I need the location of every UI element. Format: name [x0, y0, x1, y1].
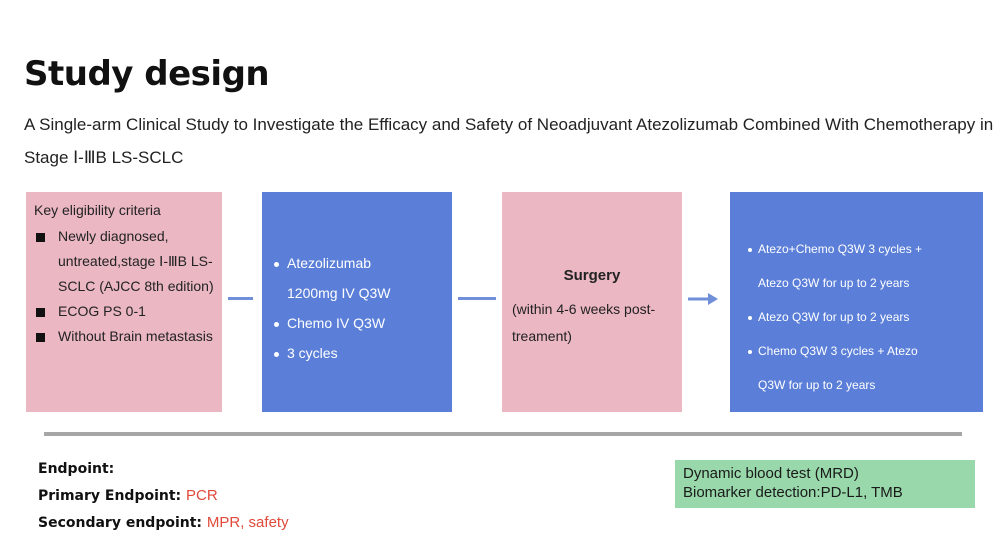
eligibility-item-text: Newly diagnosed, untreated,stage Ⅰ-ⅢB LS…: [58, 228, 214, 294]
biomarker-line: Biomarker detection:PD-L1, TMB: [683, 484, 903, 501]
treatment-item: 3 cycles: [274, 338, 391, 368]
secondary-endpoint: Secondary endpoint: MPR, safety: [38, 514, 289, 531]
treatment-list: Atezolizumab 1200mg IV Q3W Chemo IV Q3W …: [274, 248, 391, 368]
secondary-endpoint-value: MPR, safety: [206, 514, 289, 531]
square-bullet-icon: [36, 233, 45, 242]
followup-line: Q3W for up to 2 years: [748, 368, 976, 402]
surgery-box: Surgery (within 4-6 weeks post-treament): [502, 192, 682, 412]
eligibility-item: ECOG PS 0-1: [34, 299, 214, 324]
treatment-item-text: Chemo IV Q3W: [287, 315, 386, 331]
primary-endpoint-label: Primary Endpoint:: [38, 488, 182, 504]
square-bullet-icon: [36, 333, 45, 342]
dot-bullet-icon: [274, 321, 279, 327]
arrow-right-icon: [688, 293, 718, 305]
treatment-box: Atezolizumab 1200mg IV Q3W Chemo IV Q3W …: [262, 192, 452, 412]
followup-list: Atezo+Chemo Q3W 3 cycles + Atezo Q3W for…: [748, 232, 976, 402]
followup-line-text: Atezo Q3W for up to 2 years: [758, 276, 910, 290]
followup-line: Atezo Q3W for up to 2 years: [748, 300, 976, 334]
followup-line-text: Atezo+Chemo Q3W 3 cycles +: [758, 242, 923, 256]
followup-line: Chemo Q3W 3 cycles + Atezo: [748, 334, 976, 368]
treatment-item: 1200mg IV Q3W: [274, 278, 391, 308]
connector-line: [228, 297, 253, 300]
eligibility-list: Newly diagnosed, untreated,stage Ⅰ-ⅢB LS…: [34, 224, 214, 349]
square-bullet-icon: [36, 308, 45, 317]
followup-box: Atezo+Chemo Q3W 3 cycles + Atezo Q3W for…: [730, 192, 983, 412]
endpoint-heading: Endpoint:: [38, 461, 115, 477]
treatment-item-text: Atezolizumab: [287, 255, 372, 271]
dot-bullet-icon: [748, 315, 752, 320]
followup-line-text: Chemo Q3W 3 cycles + Atezo: [758, 344, 918, 358]
treatment-item: Atezolizumab: [274, 248, 391, 278]
eligibility-box: Key eligibility criteria Newly diagnosed…: [26, 192, 222, 412]
followup-line: Atezo Q3W for up to 2 years: [748, 266, 976, 300]
followup-line: Atezo+Chemo Q3W 3 cycles +: [748, 232, 976, 266]
connector-line: [458, 297, 496, 300]
surgery-title: Surgery: [563, 267, 621, 284]
page-title: Study design: [24, 54, 270, 94]
dot-bullet-icon: [748, 349, 752, 354]
eligibility-item-text: ECOG PS 0-1: [58, 303, 146, 319]
biomarker-line: Dynamic blood test (MRD): [683, 465, 859, 482]
surgery-subtitle: (within 4-6 weeks post-treament): [512, 301, 656, 344]
primary-endpoint-value: PCR: [186, 487, 218, 504]
primary-endpoint: Primary Endpoint: PCR: [38, 487, 218, 504]
treatment-item-text: 3 cycles: [287, 345, 338, 361]
eligibility-heading: Key eligibility criteria: [34, 202, 161, 218]
section-divider: [44, 432, 962, 436]
eligibility-item: Newly diagnosed, untreated,stage Ⅰ-ⅢB LS…: [34, 224, 214, 299]
followup-line-text: Atezo Q3W for up to 2 years: [758, 310, 910, 324]
treatment-item: Chemo IV Q3W: [274, 308, 391, 338]
eligibility-item: Without Brain metastasis: [34, 324, 214, 349]
dot-bullet-icon: [274, 261, 279, 267]
dot-bullet-icon: [274, 351, 279, 357]
dot-bullet-icon: [748, 247, 752, 252]
eligibility-item-text: Without Brain metastasis: [58, 328, 213, 344]
secondary-endpoint-label: Secondary endpoint:: [38, 515, 203, 531]
followup-line-text: Q3W for up to 2 years: [758, 378, 876, 392]
treatment-item-text: 1200mg IV Q3W: [287, 285, 391, 301]
biomarker-box: Dynamic blood test (MRD) Biomarker detec…: [675, 460, 975, 508]
page-subtitle: A Single-arm Clinical Study to Investiga…: [24, 115, 994, 167]
